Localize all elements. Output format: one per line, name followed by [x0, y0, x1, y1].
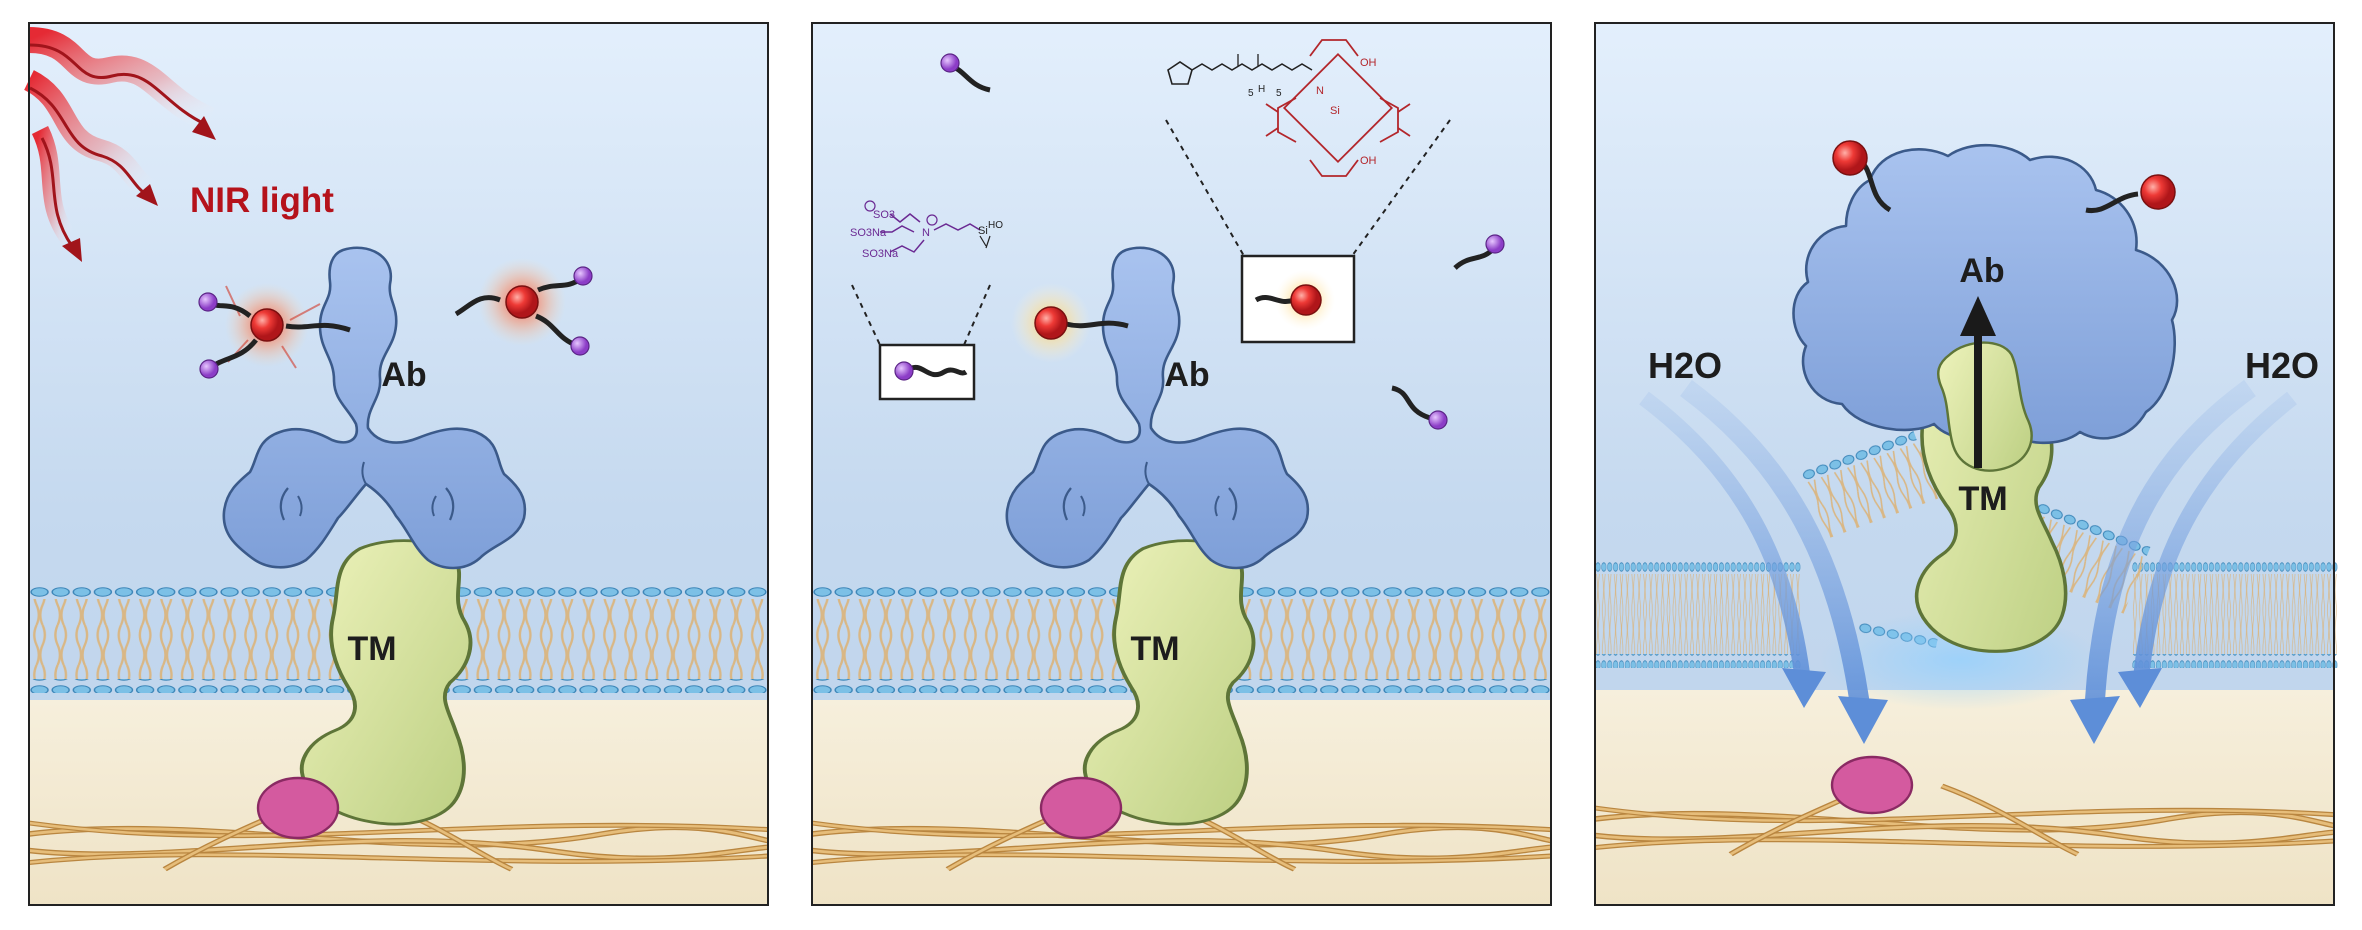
chem-5: 5 — [1248, 88, 1254, 99]
panel-1-pink-protein — [256, 776, 340, 840]
panel-2-pink-protein — [1039, 776, 1123, 840]
panel-3-tm-upper — [1936, 341, 2033, 472]
chem-h: H — [1258, 84, 1265, 95]
free-ligand-1 — [940, 53, 991, 93]
panel-1-dye-left — [198, 283, 351, 379]
dye-callout — [1165, 119, 1451, 344]
chem-so3: SO3 — [873, 209, 895, 221]
panel-3-tm-label: TM — [1958, 480, 2007, 518]
water-label-right: H2O — [2245, 345, 2319, 386]
panel-3-antibody — [1792, 143, 2179, 445]
panel-2-ab-label: Ab — [1164, 356, 1209, 394]
panel-3-dye-right — [2085, 174, 2176, 214]
chem-n-dye: N — [1316, 85, 1324, 97]
chem-ho: HO — [988, 220, 1003, 231]
free-ligand-3 — [1391, 385, 1448, 430]
chem-oh-1: OH — [1360, 57, 1377, 69]
chem-so3na-1: SO3Na — [850, 227, 887, 239]
panel-1-ab-label: Ab — [381, 356, 426, 394]
panel-1: NIR light TM Ab — [23, 22, 769, 906]
panel-3-tm-label-front: TM — [1958, 480, 2007, 518]
linker-structure: SO3 SO3Na SO3Na N Si HO — [850, 200, 1003, 260]
panel-3-ab-label: Ab — [1959, 252, 2004, 290]
panel-1-tm-label: TM — [347, 630, 396, 668]
panel-2: TM Ab — [811, 22, 1552, 906]
panel-2-dye-attached — [1011, 283, 1129, 363]
panel-1-dye-right — [454, 258, 593, 356]
dissociation-arrow — [1960, 296, 1996, 468]
chem-so3na-2: SO3Na — [862, 248, 899, 260]
linker-callout — [851, 284, 991, 401]
panel-3-dye-left — [1832, 140, 1892, 213]
chem-5b: 5 — [1276, 88, 1282, 99]
free-ligand-2 — [1453, 234, 1505, 270]
water-arrows — [1639, 379, 2297, 744]
nir-light-rays — [23, 27, 216, 262]
panel-3: TM TM Ab — [1594, 22, 2338, 906]
chem-si-dye: Si — [1330, 105, 1340, 117]
panel-1-border — [28, 22, 769, 906]
chem-oh-2: OH — [1360, 155, 1377, 167]
water-label-left: H2O — [1648, 345, 1722, 386]
panel-2-border — [811, 22, 1552, 906]
panel-3-pink-protein — [1830, 755, 1914, 815]
nir-light-label: NIR light — [190, 181, 334, 220]
chem-n: N — [922, 227, 930, 239]
dye-structure: 5 H 5 Si OH OH N — [1167, 39, 1411, 177]
panel-2-tm-label: TM — [1130, 630, 1179, 668]
panel-3-border — [1594, 22, 2335, 906]
chem-si: Si — [978, 225, 988, 237]
